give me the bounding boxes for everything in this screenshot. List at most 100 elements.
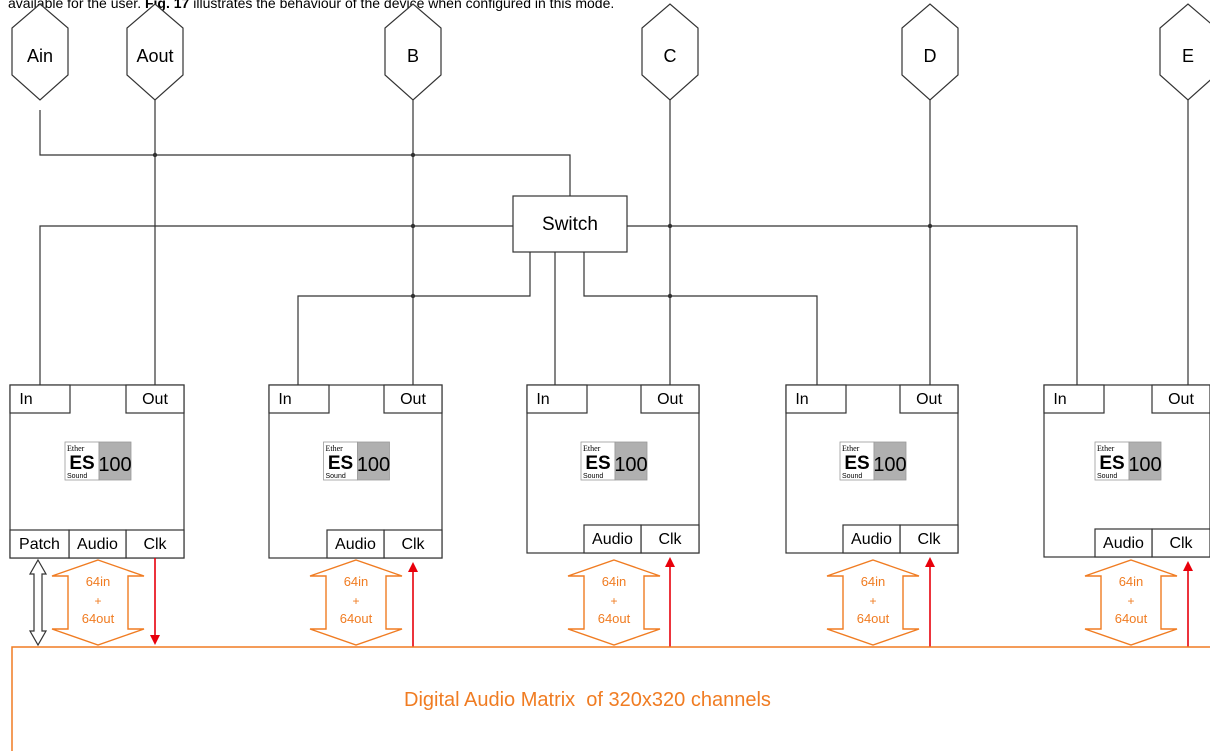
patch-port-label: Patch: [19, 536, 60, 553]
out-port-label: Out: [657, 391, 683, 408]
audio-matrix: Digital Audio Matrix of 320x320 channels: [11, 646, 1210, 751]
flow-in-label: 64in: [602, 574, 627, 589]
logo-right: [357, 441, 390, 481]
wire-junction: [410, 293, 416, 299]
out-port-label: Out: [400, 391, 426, 408]
connector-label: Aout: [136, 46, 173, 66]
flow-out-label: 64out: [857, 611, 890, 626]
logo-es-text: ES: [585, 453, 610, 474]
audio-flow-5: 64in +64out: [1084, 559, 1178, 646]
out-port: [1151, 384, 1210, 414]
audio-port: [842, 524, 901, 554]
logo-left: [1094, 441, 1130, 481]
connector-label: E: [1182, 46, 1194, 66]
audio-flow-1: 64in+64out: [51, 559, 145, 646]
out-port-label: Out: [1168, 391, 1194, 408]
audio-port-label: Audio: [592, 531, 633, 548]
flow-plus-label: +: [1127, 594, 1134, 608]
logo-right: [1128, 441, 1162, 481]
clk-port: [899, 524, 959, 554]
audio-flow-4: 64in+64out: [826, 559, 920, 646]
connector-shape: [641, 3, 699, 101]
out-port-label: Out: [142, 391, 168, 408]
in-port: [785, 384, 847, 414]
flow-in-label: 64in: [344, 574, 369, 589]
connector-label: Ain: [27, 46, 53, 66]
connector-d: D: [901, 3, 959, 101]
patch-port: [9, 529, 70, 559]
connector-label: D: [924, 46, 937, 66]
audio-port-label: Audio: [77, 536, 118, 553]
clk-port: [383, 529, 443, 559]
logo-number: 100: [873, 454, 906, 476]
logo-right: [873, 441, 907, 481]
switch: Switch: [512, 195, 628, 253]
logo-top-text: Ether: [1097, 444, 1115, 453]
patch-arrow-shape: [28, 558, 48, 647]
flow-plus-label: +: [869, 594, 876, 608]
in-port-label: In: [1053, 391, 1066, 408]
clk-port: [125, 529, 185, 559]
wire-junction: [667, 223, 673, 229]
logo-bottom-text: Sound: [842, 473, 862, 480]
flow-plus-label: +: [352, 594, 359, 608]
wire-junction: [927, 223, 933, 229]
audio-port: [583, 524, 642, 554]
flow-out-label: 64out: [1115, 611, 1148, 626]
logo-bottom-text: Sound: [67, 473, 87, 480]
matrix-label: Digital Audio Matrix of 320x320 channels: [404, 689, 771, 711]
connector-label: C: [664, 46, 677, 66]
wire-junction: [410, 223, 416, 229]
connector-shape: [901, 3, 959, 101]
intro-figure-ref: Fig. 17: [144, 0, 190, 11]
logo-bottom-text: Sound: [583, 473, 603, 480]
audio-flow-2: 64in +64out: [309, 559, 403, 646]
flow-out-label: 64out: [598, 611, 631, 626]
audio-port: [326, 529, 385, 559]
connector-shape: [126, 3, 184, 101]
connector-shape: [1159, 3, 1210, 101]
out-port: [640, 384, 700, 414]
logo-top-text: Ether: [842, 444, 860, 453]
logo-left: [64, 441, 100, 481]
connector-c: C: [641, 3, 699, 101]
intro-after: illustrates the behaviour of the device …: [189, 0, 615, 11]
in-port-label: In: [278, 391, 291, 408]
matrix-border: [11, 646, 1210, 751]
logo-number: 100: [357, 454, 390, 476]
connector-shape: [11, 3, 69, 101]
flow-out-label: 64out: [340, 611, 373, 626]
logo-number: 100: [614, 454, 647, 476]
switch-box: [512, 195, 628, 253]
logo-bottom-text: Sound: [326, 473, 346, 480]
logo-es-text: ES: [844, 453, 869, 474]
connector-ain: Ain: [11, 3, 69, 101]
clk-port-label: Clk: [143, 536, 167, 553]
network-wires: [39, 95, 1189, 385]
out-port: [125, 384, 185, 414]
flow-out-label: 64out: [82, 611, 115, 626]
wire-3: [297, 252, 531, 385]
audio-port-label: Audio: [335, 536, 376, 553]
in-port-label: In: [19, 391, 32, 408]
flow-in-label: 64in: [1119, 574, 1144, 589]
logo-number: 100: [1128, 454, 1161, 476]
flow-plus-label: +: [610, 594, 617, 608]
wire-junction: [667, 293, 673, 299]
flow-arrow-shape: [1084, 559, 1178, 646]
flow-arrow-shape: [826, 559, 920, 646]
clk-port-label: Clk: [401, 536, 425, 553]
audio-flows: 64in+64out64in+64out64in+64out64in+64out…: [28, 557, 1193, 647]
audio-flow-3: 64in +64out: [567, 559, 661, 646]
wire-5: [583, 252, 818, 385]
